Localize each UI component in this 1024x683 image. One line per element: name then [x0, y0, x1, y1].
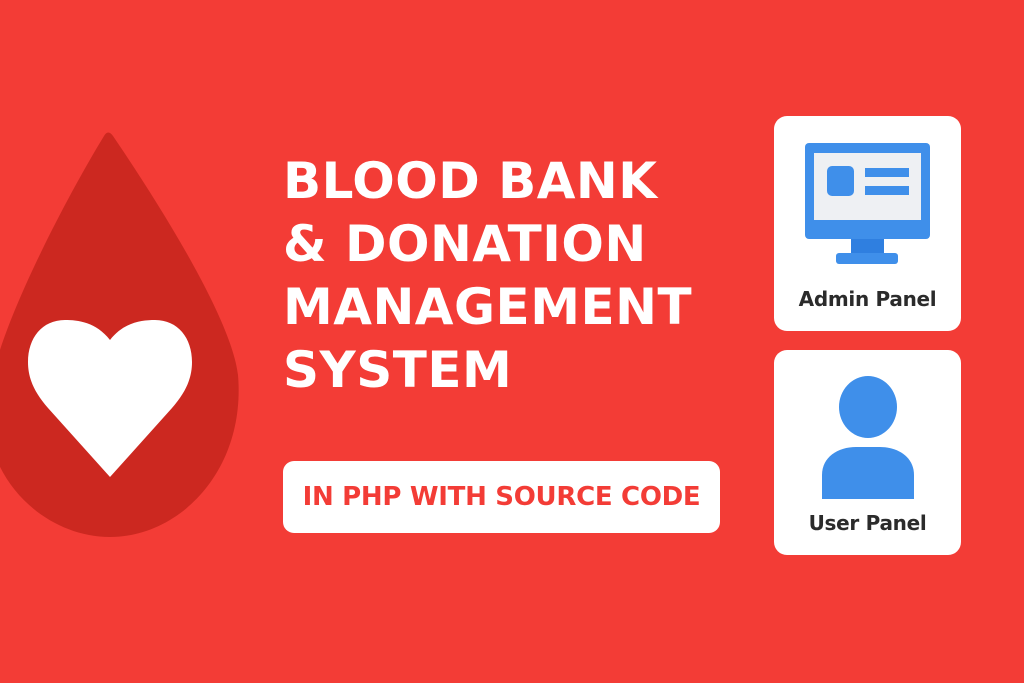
subtitle-text: IN PHP WITH SOURCE CODE [302, 482, 701, 512]
page-title: BLOOD BANK & DONATION MANAGEMENT SYSTEM [283, 150, 692, 402]
title-line-3: MANAGEMENT [283, 278, 693, 336]
user-panel-label: User Panel [808, 511, 927, 535]
title-line-1: BLOOD BANK [283, 152, 658, 210]
user-silhouette-icon [822, 376, 914, 499]
title-line-4: SYSTEM [283, 341, 513, 399]
user-panel-card[interactable]: User Panel [774, 350, 961, 555]
title-line-2: & DONATION [283, 215, 647, 273]
subtitle-badge: IN PHP WITH SOURCE CODE [283, 461, 720, 533]
admin-panel-label: Admin Panel [798, 287, 937, 311]
admin-panel-card[interactable]: Admin Panel [774, 116, 961, 331]
monitor-dashboard-icon [805, 143, 930, 264]
heart-icon [28, 320, 192, 477]
